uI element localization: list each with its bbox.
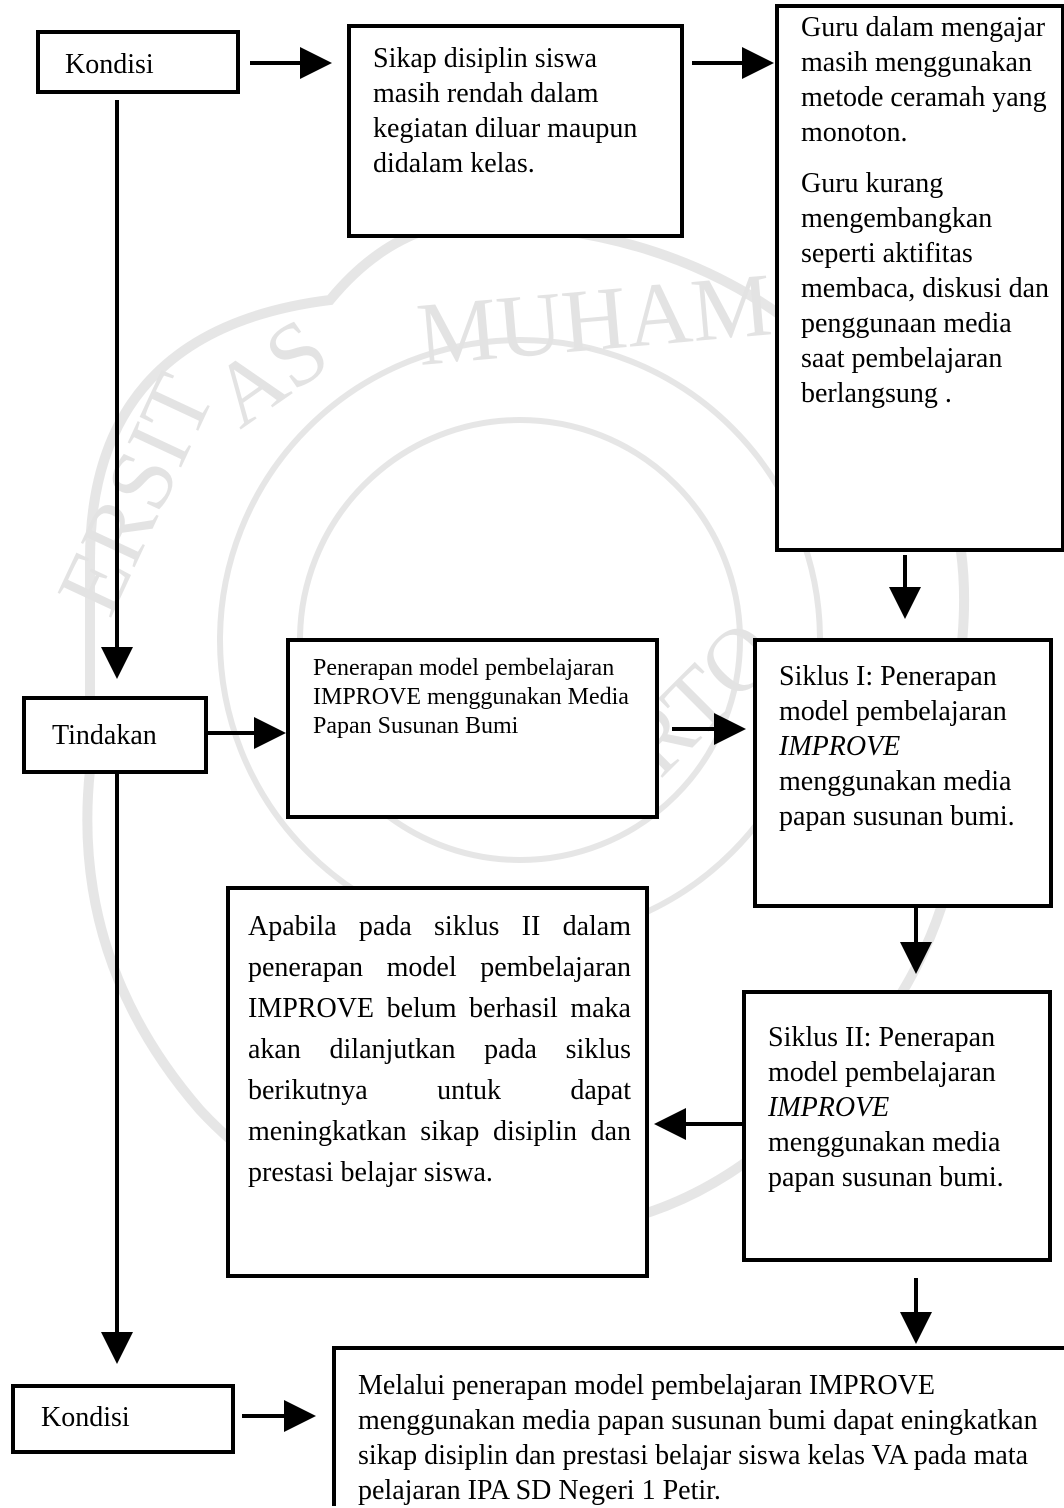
kondisi-awal-box: Kondisi xyxy=(36,30,240,94)
guru-text-2: Guru kurang mengembangkan seperti aktifi… xyxy=(801,168,1050,409)
siklus1-suffix: menggunakan media papan susunan bumi. xyxy=(779,766,1015,832)
siklus2-italic: IMPROVE xyxy=(768,1092,890,1123)
siklus2-suffix: menggunakan media papan susunan bumi. xyxy=(768,1127,1004,1193)
sikap-text: Sikap disiplin siswa masih rendah dalam … xyxy=(373,43,638,179)
apabila-box: Apabila pada siklus II dalam penerapan m… xyxy=(226,886,649,1278)
kondisi-akhir-label: Kondisi xyxy=(41,1402,130,1433)
kondisi-awal-label: Kondisi xyxy=(65,49,154,80)
guru-box: Guru dalam mengajar masih menggunakan me… xyxy=(775,4,1064,552)
siklus1-box: Siklus I: Penerapan model pembelajaran I… xyxy=(753,638,1053,908)
hasil-box: Melalui penerapan model pembelajaran IMP… xyxy=(332,1346,1064,1506)
kondisi-akhir-box: Kondisi xyxy=(11,1384,235,1454)
guru-text-1: Guru dalam mengajar masih menggunakan me… xyxy=(801,12,1047,148)
tindakan-box: Tindakan xyxy=(22,696,208,774)
siklus1-prefix: Siklus I: Penerapan model pembelajaran xyxy=(779,661,1007,727)
sikap-box: Sikap disiplin siswa masih rendah dalam … xyxy=(347,24,684,238)
siklus2-box: Siklus II: Penerapan model pembelajaran … xyxy=(742,990,1052,1262)
siklus2-prefix: Siklus II: Penerapan model pembelajaran xyxy=(768,1022,996,1088)
siklus1-italic: IMPROVE xyxy=(779,731,901,762)
penerapan-box: Penerapan model pembelajaran IMPROVE men… xyxy=(286,638,659,819)
penerapan-text: Penerapan model pembelajaran IMPROVE men… xyxy=(313,655,629,739)
hasil-text: Melalui penerapan model pembelajaran IMP… xyxy=(358,1370,1038,1506)
apabila-text: Apabila pada siklus II dalam penerapan m… xyxy=(248,911,631,1188)
tindakan-label: Tindakan xyxy=(52,720,157,751)
